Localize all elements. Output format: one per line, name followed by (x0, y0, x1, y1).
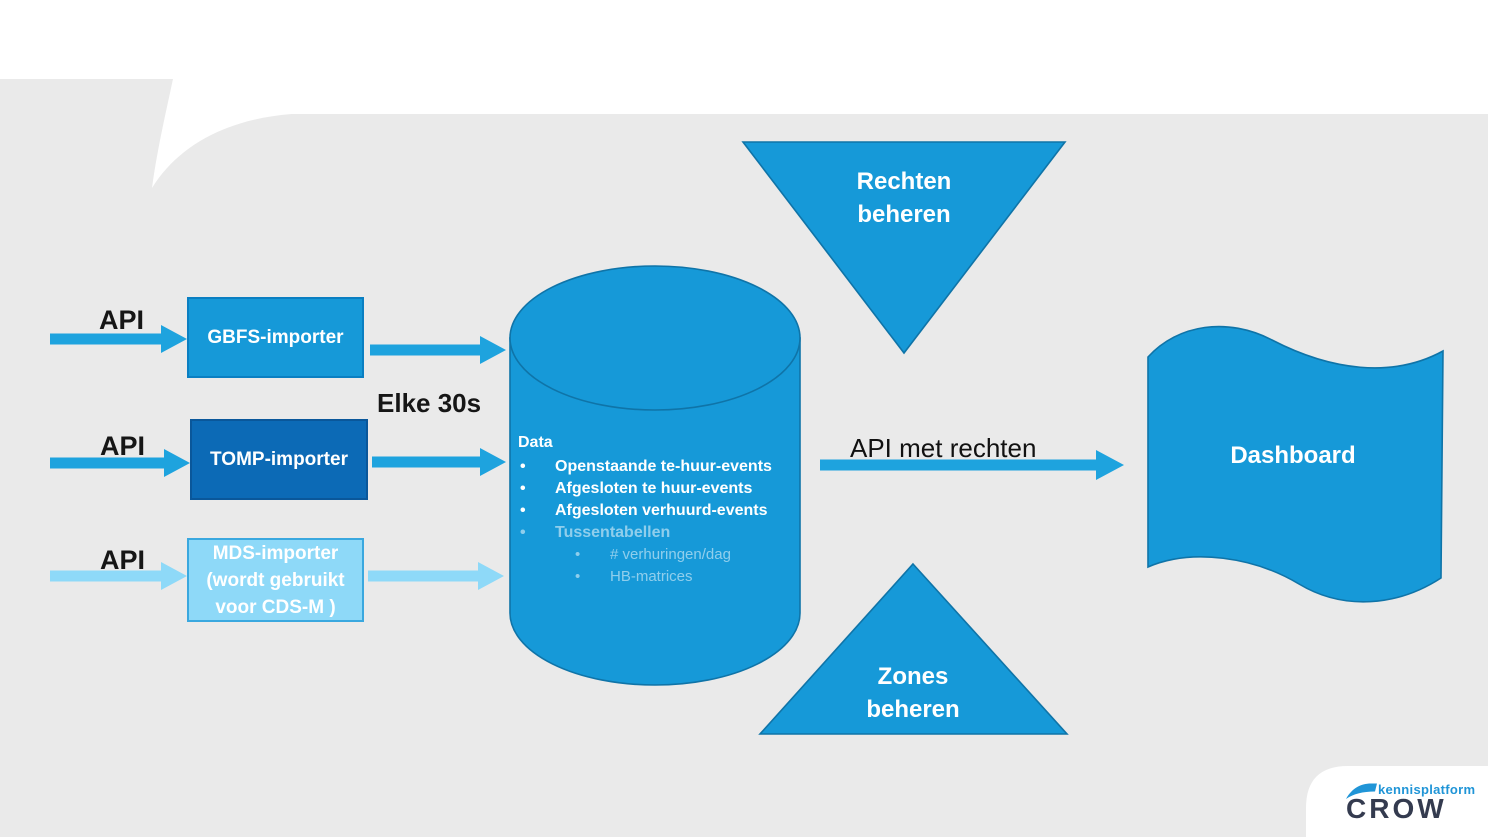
database-subitem-faded: HB-matrices (518, 566, 790, 588)
rechten-beheren-line1: Rechten (856, 168, 952, 195)
importer-arrow-gbfs (370, 336, 506, 364)
database-subitem-label: # verhuringen/dag (610, 546, 731, 563)
api-arrow-3 (50, 562, 187, 590)
database-title: Data (518, 434, 553, 451)
importer-box-gbfs: GBFS-importer (187, 297, 364, 378)
importer-box-mds-label-line1: MDS-importer (212, 542, 339, 564)
rechten-beheren-label: Rechten beheren (804, 165, 1004, 231)
crow-logo-plate (1306, 766, 1488, 837)
zones-beheren-line2: beheren (866, 696, 960, 723)
bullet-icon (520, 500, 526, 522)
api-arrow-2 (50, 449, 190, 477)
database-item-label: Tussentabellen (555, 524, 671, 541)
rechten-beheren-triangle (741, 141, 1067, 355)
api-met-rechten-label: API met rechten (850, 433, 1037, 463)
importer-arrow-tomp (372, 448, 506, 476)
zones-beheren-triangle (758, 562, 1069, 735)
database-cylinder (509, 265, 801, 686)
database-subitem-faded: # verhuringen/dag (518, 544, 790, 566)
dashboard-label: Dashboard (1230, 442, 1356, 469)
api-label-2: API (100, 431, 146, 461)
importer-arrow-mds (368, 562, 504, 590)
bullet-icon (575, 566, 580, 588)
rechten-beheren-line2: beheren (857, 201, 951, 228)
api-arrow-1 (50, 325, 187, 353)
importer-box-mds-label-line2: (wordt gebruikt (206, 569, 345, 591)
dashboard-flag (1147, 325, 1444, 603)
bullet-icon (520, 478, 526, 500)
database-item-label: Openstaande te-huur-events (555, 458, 772, 475)
crow-logo-wordmark: CROW (1346, 793, 1447, 824)
importer-box-mds-label-line3: voor CDS-M ) (215, 596, 336, 618)
database-item: Openstaande te-huur-events (518, 456, 790, 478)
database-text: Data Openstaande te-huur-events Afgeslot… (518, 432, 790, 588)
zones-beheren-label: Zones beheren (813, 660, 1013, 726)
database-item-label: Afgesloten verhuurd-events (555, 502, 768, 519)
importer-box-tomp: TOMP-importer (190, 419, 368, 500)
database-subitem-label: HB-matrices (610, 568, 693, 585)
database-item: Afgesloten verhuurd-events (518, 500, 790, 522)
importer-box-tomp-label: TOMP-importer (210, 449, 348, 470)
interval-label: Elke 30s (377, 388, 482, 418)
zones-beheren-line1: Zones (877, 663, 949, 690)
api-label-1: API (99, 305, 145, 335)
crow-logo-swoosh-icon (1346, 783, 1377, 799)
crow-logo-kennisplatform: kennisplatform (1378, 782, 1476, 797)
importer-box-mds: MDS-importer (wordt gebruikt voor CDS-M … (187, 538, 364, 622)
api-label-3: API (100, 545, 146, 575)
importer-box-gbfs-label: GBFS-importer (207, 327, 344, 348)
api-met-rechten-arrow (820, 450, 1124, 480)
database-item: Afgesloten te huur-events (518, 478, 790, 500)
bullet-icon (520, 522, 526, 544)
database-item-label: Afgesloten te huur-events (555, 480, 753, 497)
database-item-faded: Tussentabellen (518, 522, 790, 544)
bullet-icon (520, 456, 526, 478)
bullet-icon (575, 544, 580, 566)
